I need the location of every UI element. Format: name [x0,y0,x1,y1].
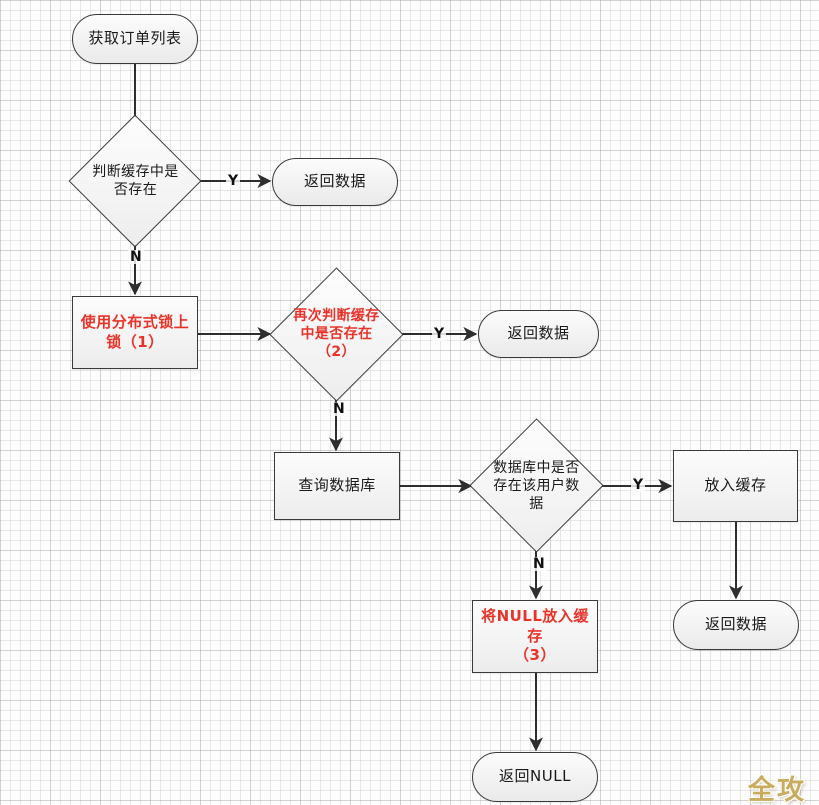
node-cache-null-label: 将NULL放入缓存 （3） [481,606,589,665]
edge-label-recheck-no: N [331,401,347,417]
edge-label-check-cache-no: N [128,249,144,265]
node-return-null[interactable]: 返回NULL [472,752,598,802]
node-start[interactable]: 获取订单列表 [72,14,198,64]
node-return-null-label: 返回NULL [499,767,571,786]
node-recheck-cache-label: 再次判断缓存 中是否存在 （2） [293,307,380,361]
node-return-data-1-label: 返回数据 [303,172,366,191]
node-query-database-label: 查询数据库 [298,476,376,495]
node-distributed-lock[interactable]: 使用分布式锁上 锁（1） [72,296,198,369]
node-return-data-3[interactable]: 返回数据 [673,600,799,650]
edge-label-check-cache-yes: Y [226,173,241,189]
node-put-into-cache[interactable]: 放入缓存 [673,450,798,522]
watermark: 全攻略 [748,775,806,805]
edge-label-db-exists-yes: Y [631,477,646,493]
node-query-database[interactable]: 查询数据库 [274,452,400,520]
node-start-label: 获取订单列表 [88,29,182,48]
node-return-data-1[interactable]: 返回数据 [272,158,398,206]
node-return-data-3-label: 返回数据 [704,615,767,634]
edge-label-recheck-yes: Y [432,326,447,342]
edge-label-db-exists-no: N [531,556,547,572]
node-check-cache-label: 判断缓存中是 否存在 [92,163,179,198]
node-cache-null[interactable]: 将NULL放入缓存 （3） [472,600,598,673]
node-db-exists-label: 数据库中是否 存在该用户数 据 [493,459,580,513]
node-put-into-cache-label: 放入缓存 [704,476,767,495]
node-distributed-lock-label: 使用分布式锁上 锁（1） [80,312,190,351]
node-return-data-2-label: 返回数据 [507,324,570,343]
node-return-data-2[interactable]: 返回数据 [478,310,599,358]
